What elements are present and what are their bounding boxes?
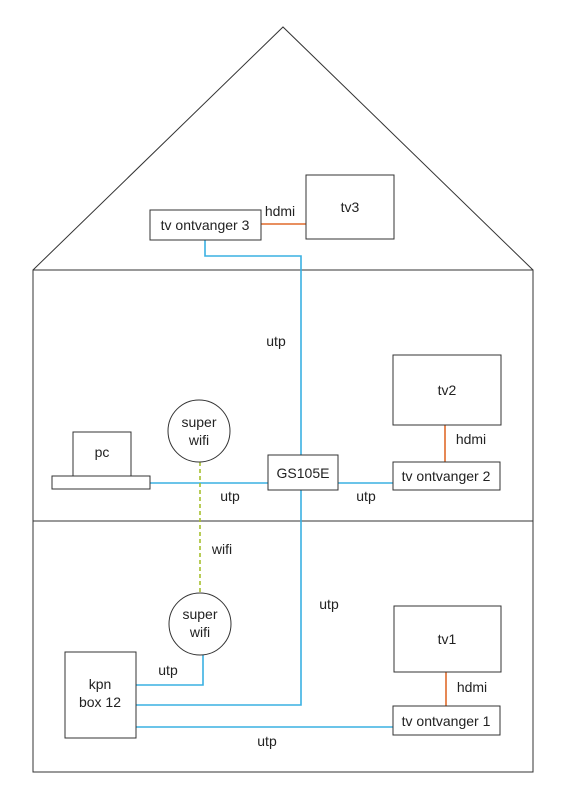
tv-ontvanger-2-label: tv ontvanger 2 (402, 468, 491, 484)
super-wifi-bottom-label-line2: wifi (189, 624, 210, 640)
kpn-box-label-line1: kpn (89, 676, 112, 692)
kpn-box-label-line2: box 12 (79, 694, 121, 710)
tv-ontvanger-3-label: tv ontvanger 3 (161, 217, 250, 233)
wifi-label: wifi (211, 541, 232, 557)
utp-cable-kpn-to-wifi (136, 655, 204, 686)
utp-label-tv2: utp (356, 488, 376, 504)
utp-label-upper: utp (266, 333, 286, 349)
device-tv3: tv3 (305, 174, 395, 240)
utp-cable-tv-ontvanger-3 (204, 240, 302, 455)
device-kpn-box-12: kpn box 12 (64, 651, 137, 739)
utp-cable-kpn-to-switch (136, 490, 302, 706)
pc-monitor (72, 431, 132, 477)
device-tv2: tv2 (392, 354, 502, 426)
device-tv-ontvanger-2: tv ontvanger 2 (392, 461, 501, 491)
device-super-wifi-top: super wifi (167, 399, 231, 463)
super-wifi-top-label-line2: wifi (188, 432, 209, 448)
hdmi-cables (261, 223, 447, 706)
tv3-label: tv3 (341, 199, 360, 215)
device-tv-ontvanger-3: tv ontvanger 3 (149, 209, 262, 241)
device-tv-ontvanger-1: tv ontvanger 1 (392, 705, 501, 736)
utp-cables (136, 240, 393, 728)
utp-label-kpn-wifi: utp (158, 662, 178, 678)
connection-labels: hdmi hdmi hdmi utp utp utp utp utp utp w… (158, 203, 487, 749)
tv-ontvanger-1-label: tv ontvanger 1 (402, 713, 491, 729)
hdmi-label-tv3: hdmi (265, 203, 295, 219)
hdmi-label-tv2: hdmi (456, 431, 486, 447)
device-tv1: tv1 (393, 605, 502, 673)
house-outline (32, 26, 534, 773)
pc-base (51, 475, 151, 490)
gs105e-label: GS105E (277, 465, 330, 481)
device-super-wifi-bottom: super wifi (168, 592, 232, 656)
utp-label-bottom: utp (257, 733, 277, 749)
device-pc: pc (51, 431, 151, 490)
utp-label-pc: utp (220, 488, 240, 504)
tv1-label: tv1 (438, 631, 457, 647)
tv2-label: tv2 (438, 382, 457, 398)
utp-label-lower: utp (319, 596, 339, 612)
pc-label: pc (95, 444, 110, 460)
roof (32, 26, 534, 271)
super-wifi-top-label-line1: super (181, 414, 216, 430)
device-gs105e-switch: GS105E (267, 454, 339, 491)
super-wifi-bottom-label-line1: super (182, 606, 217, 622)
hdmi-label-tv1: hdmi (457, 679, 487, 695)
